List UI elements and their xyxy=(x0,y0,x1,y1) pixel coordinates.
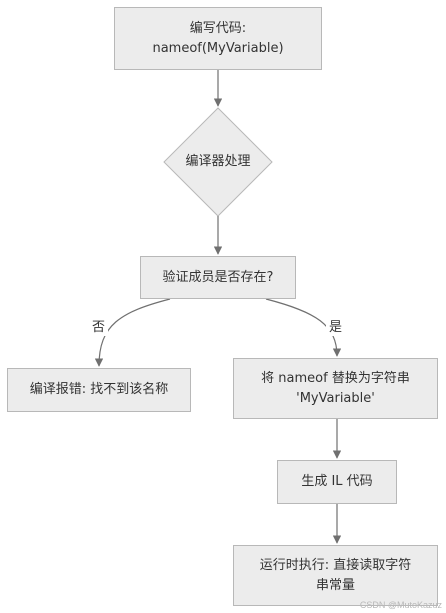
node-generate-il-label: 生成 IL 代码 xyxy=(301,474,373,489)
node-replace-line2: 'MyVariable' xyxy=(296,390,375,406)
edge-verify-to-error xyxy=(94,298,171,367)
node-verify-label: 验证成员是否存在? xyxy=(162,269,274,285)
node-replace-line1: 将 nameof 替换为字符串 xyxy=(261,370,410,386)
node-write-code-line1: 编写代码: xyxy=(189,20,247,36)
node-write-code: 编写代码: nameof(MyVariable) xyxy=(114,7,322,70)
watermark-text: CSDN @MutoKazuz xyxy=(359,600,442,610)
edge-verify-to-replace xyxy=(265,298,342,357)
node-generate-il: 生成 IL 代码 xyxy=(277,460,397,504)
edge-label-no: 否 xyxy=(89,320,109,336)
node-runtime-line1: 运行时执行: 直接读取字符 xyxy=(259,557,412,573)
node-error: 编译报错: 找不到该名称 xyxy=(7,368,191,412)
node-runtime-line2: 串常量 xyxy=(315,577,355,593)
node-runtime: 运行时执行: 直接读取字符 串常量 xyxy=(233,545,438,606)
edge-label-yes: 是 xyxy=(326,320,346,336)
node-replace: 将 nameof 替换为字符串 'MyVariable' xyxy=(233,358,438,419)
node-compiler-label: 编译器处理 xyxy=(185,154,251,169)
node-write-code-line2: nameof(MyVariable) xyxy=(152,40,284,56)
node-verify: 验证成员是否存在? xyxy=(140,256,296,299)
node-error-label: 编译报错: 找不到该名称 xyxy=(29,382,169,397)
